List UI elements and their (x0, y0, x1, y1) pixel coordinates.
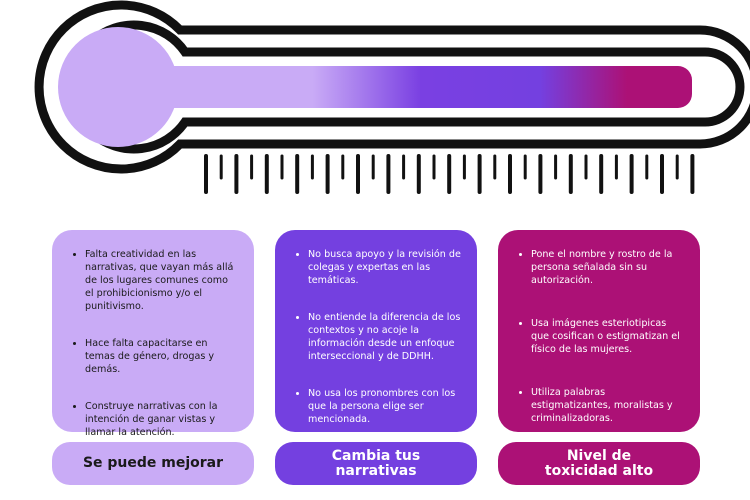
card-item: No usa los pronombres con los que la per… (308, 387, 461, 426)
label-cambia-tus-narrativas: Cambia tus narrativas (275, 442, 477, 485)
card-cambia-tus-narrativas: No busca apoyo y la revisión de colegas … (275, 230, 477, 432)
card-item: No busca apoyo y la revisión de colegas … (308, 248, 461, 287)
thermometer-illustration (34, 0, 750, 194)
thermometer-scale-ticks (204, 154, 695, 194)
thermometer-bulb (58, 27, 178, 147)
card-item: Falta creatividad en las narrativas, que… (85, 248, 238, 313)
card-item: Usa imágenes esteriotipicas que cosifica… (531, 317, 684, 356)
card-item: No entiende la diferencia de los context… (308, 311, 461, 363)
label-nivel-toxicidad-alto: Nivel de toxicidad alto (498, 442, 700, 485)
card-nivel-toxicidad-alto: Pone el nombre y rostro de la persona se… (498, 230, 700, 432)
card-item: Pone el nombre y rostro de la persona se… (531, 248, 684, 287)
thermometer-level-fill (150, 66, 692, 108)
label-se-puede-mejorar: Se puede mejorar (52, 442, 254, 485)
card-item: Hace falta capacitarse en temas de géner… (85, 337, 238, 376)
card-se-puede-mejorar: Falta creatividad en las narrativas, que… (52, 230, 254, 438)
card-item: Construye narrativas con la intención de… (85, 400, 238, 439)
card-item: Utiliza palabras estigmatizantes, morali… (531, 386, 684, 425)
label-text: Nivel de toxicidad alto (544, 447, 654, 479)
label-text: Cambia tus narrativas (331, 447, 421, 479)
